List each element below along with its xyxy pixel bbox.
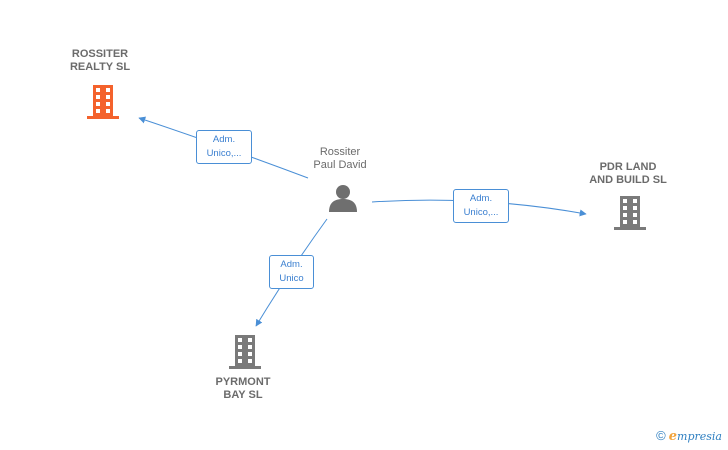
brand-name: mpresia: [677, 430, 722, 443]
person-icon[interactable]: [328, 183, 358, 213]
building-icon-pdr-land[interactable]: [613, 195, 647, 231]
company-name-rossiter-realty[interactable]: ROSSITER REALTY SL: [69, 48, 131, 73]
empresia-logo: ©empresia: [656, 428, 722, 444]
building-icon-pyrmont[interactable]: [228, 334, 262, 370]
person-name[interactable]: Rossiter Paul David: [313, 146, 367, 171]
edge-label-text: Adm. Unico,...: [206, 134, 242, 159]
edge-label-text: Adm. Unico: [279, 259, 304, 284]
edge-label-pdr-land[interactable]: Adm. Unico,...: [453, 189, 509, 223]
company-name-pyrmont[interactable]: PYRMONT BAY SL: [215, 376, 271, 401]
brand-initial: e: [668, 429, 678, 444]
edge-label-text: Adm. Unico,...: [463, 193, 499, 218]
edge-label-rossiter-realty[interactable]: Adm. Unico,...: [196, 130, 252, 164]
edge-label-pyrmont[interactable]: Adm. Unico: [269, 255, 314, 289]
copyright-symbol: ©: [656, 428, 666, 443]
company-name-pdr-land[interactable]: PDR LAND AND BUILD SL: [589, 161, 667, 186]
building-icon-rossiter-realty[interactable]: [86, 84, 120, 120]
